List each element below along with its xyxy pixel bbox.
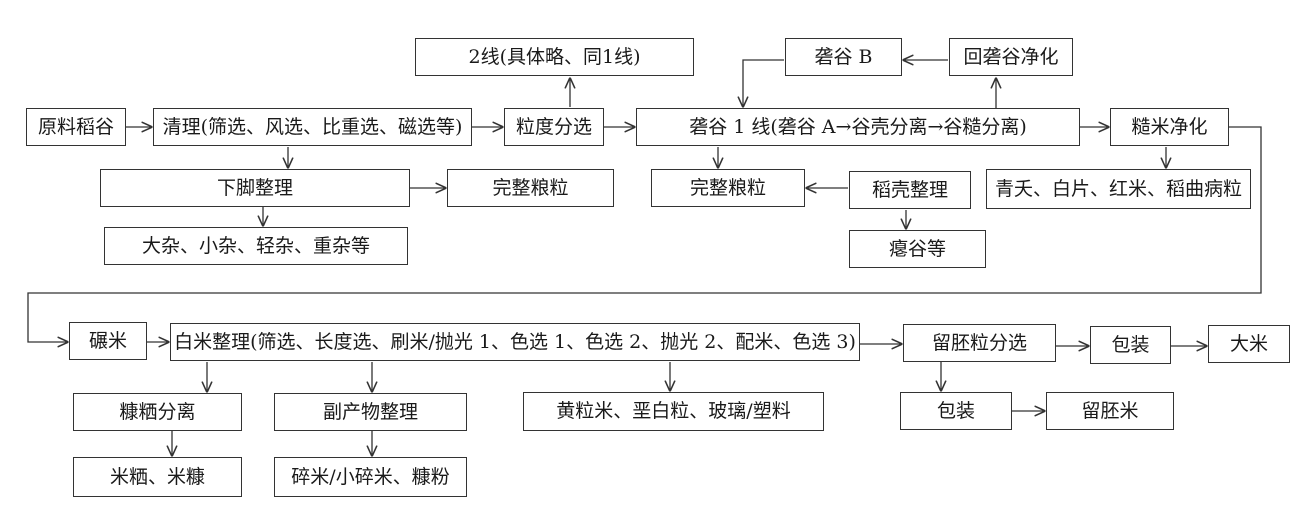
node-broken-products: 碎米/小碎米、糠粉: [274, 457, 467, 497]
node-hulling-b: 砻谷 B: [785, 38, 902, 76]
node-rehull-purify: 回砻谷净化: [949, 38, 1073, 76]
node-impurities: 大杂、小杂、轻杂、重杂等: [104, 227, 408, 265]
node-germ-sorting: 留胚粒分选: [903, 324, 1056, 362]
node-shriveled: 瘪谷等: [849, 230, 986, 268]
node-packing-2: 包装: [900, 392, 1012, 430]
node-defects: 黄粒米、垩白粒、玻璃/塑料: [523, 392, 824, 431]
node-packing-1: 包装: [1090, 326, 1171, 364]
node-whole-grain-2: 完整粮粒: [651, 169, 805, 207]
node-brown-rice-purify: 糙米净化: [1110, 108, 1229, 146]
node-whole-grain-1: 完整粮粒: [447, 169, 614, 207]
node-germ-rice: 留胚米: [1046, 392, 1174, 430]
node-milling: 碾米: [69, 322, 147, 360]
node-line2: 2线(具体略、同1线): [415, 38, 694, 76]
node-bran-separation: 糠粞分离: [73, 393, 242, 431]
arrow-hullingb-to-hulling: [743, 59, 784, 107]
node-bran-products: 米粞、米糠: [73, 457, 242, 497]
node-raw-paddy: 原料稻谷: [26, 108, 126, 146]
node-tailings-sorting: 下脚整理: [100, 169, 410, 207]
node-byproduct-sorting: 副产物整理: [274, 393, 467, 431]
node-hulling-line1: 砻谷 1 线(砻谷 A→谷壳分离→谷糙分离): [636, 108, 1080, 146]
node-rice: 大米: [1208, 325, 1290, 363]
node-husk-sorting: 稻壳整理: [849, 171, 971, 209]
node-cleaning: 清理(筛选、风选、比重选、磁选等): [153, 108, 472, 146]
node-green-white-red: 青夭、白片、红米、稻曲病粒: [986, 169, 1251, 209]
node-white-rice-sorting: 白米整理(筛选、长度选、刷米/抛光 1、色选 1、色选 2、抛光 2、配米、色选…: [170, 323, 860, 361]
node-size-grading: 粒度分选: [504, 108, 604, 146]
arrow-brownpurify-to-milling: [27, 126, 1262, 342]
